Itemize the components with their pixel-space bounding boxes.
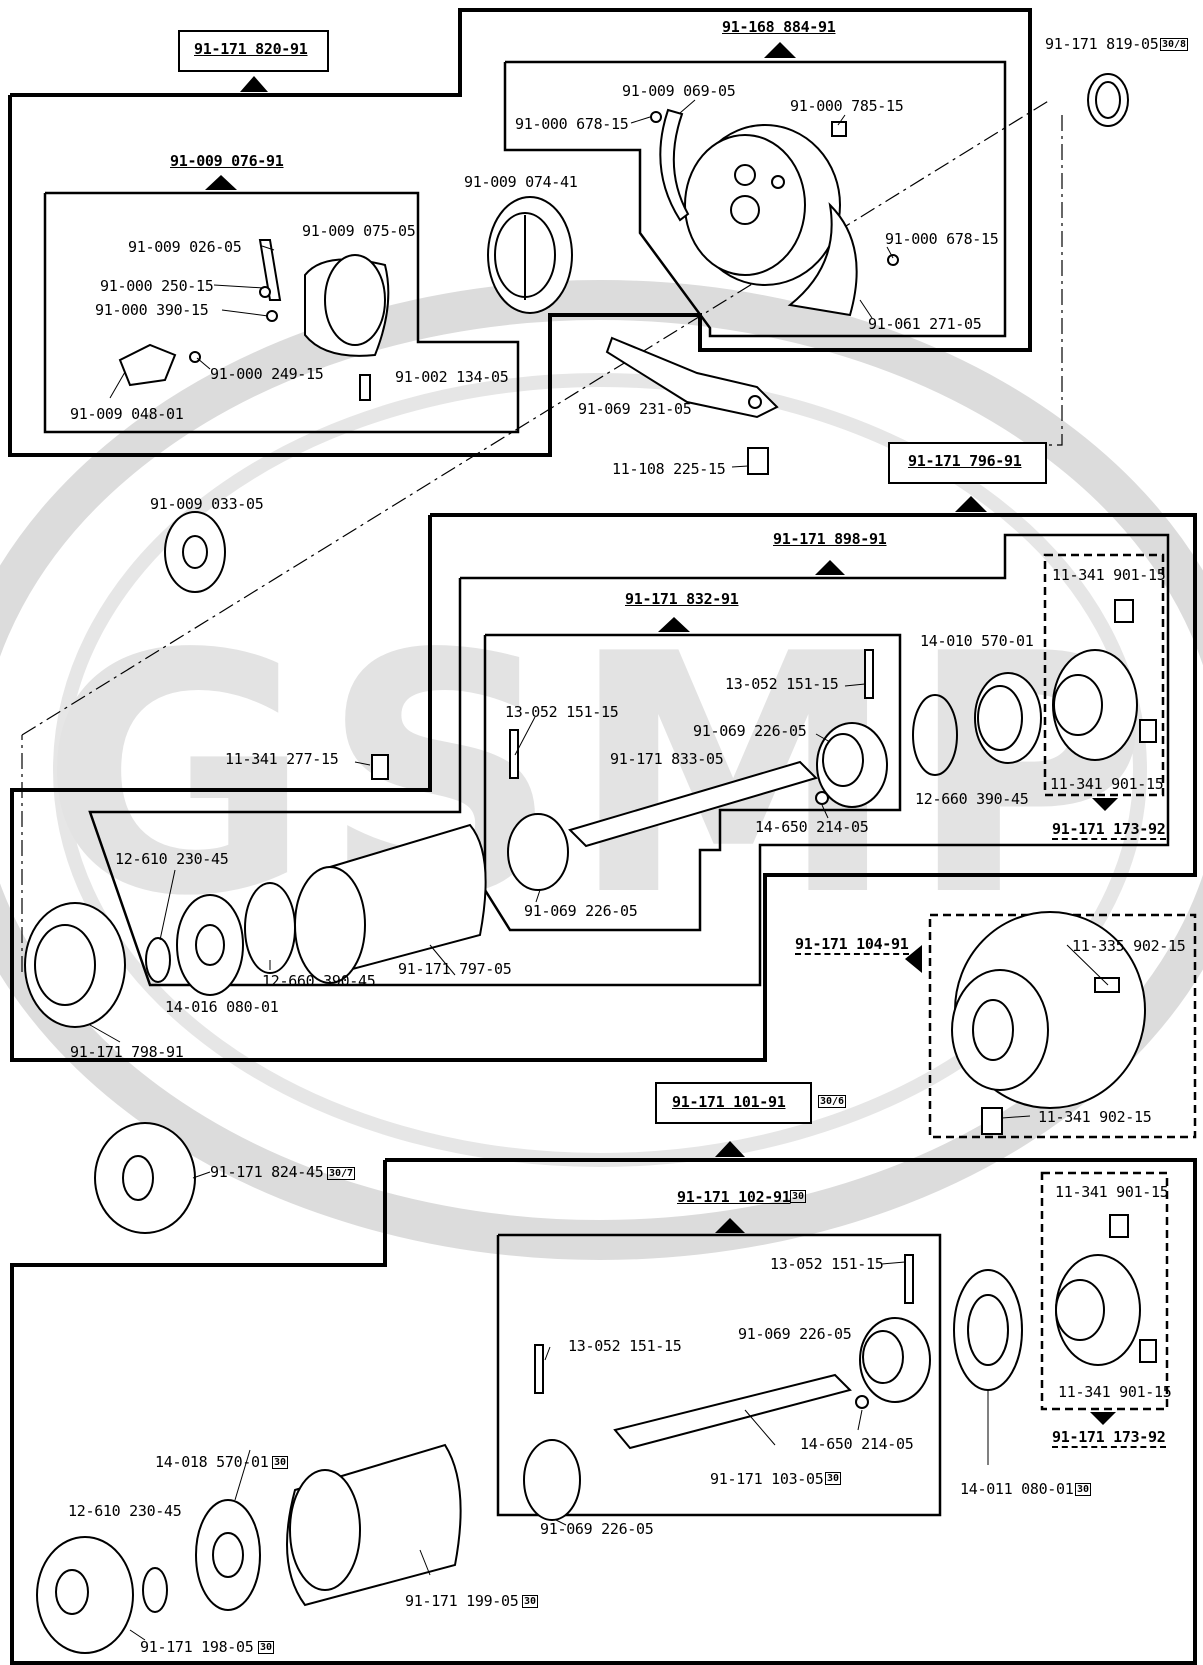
part-label-44[interactable]: 12-610 230-45 — [68, 1502, 182, 1520]
part-label-9[interactable]: 91-009 026-05 — [128, 238, 242, 256]
ref-tag-t7: 30 — [522, 1595, 539, 1608]
assembly-label-8[interactable]: 91-171 104-91 — [795, 935, 909, 955]
part-label-43[interactable]: 14-018 570-01 — [155, 1453, 269, 1471]
assembly-label-6[interactable]: 91-171 832-91 — [625, 590, 739, 608]
part-label-14[interactable]: 91-009 048-01 — [70, 405, 184, 423]
part-label-31[interactable]: 12-660 390-45 — [262, 972, 376, 990]
ref-tag-t1: 30/8 — [1160, 38, 1189, 51]
part-label-7[interactable]: 91-009 074-41 — [464, 173, 578, 191]
part-label-4[interactable]: 91-000 785-15 — [790, 97, 904, 115]
ref-tag-t6: 30 — [272, 1456, 289, 1469]
part-label-5[interactable]: 91-000 678-15 — [885, 230, 999, 248]
part-label-18[interactable]: 11-341 277-15 — [225, 750, 339, 768]
ref-tag-t3: 30/7 — [327, 1167, 356, 1180]
assembly-box-9 — [655, 1082, 812, 1124]
part-label-29[interactable]: 12-610 230-45 — [115, 850, 229, 868]
part-label-12[interactable]: 91-000 249-15 — [210, 365, 324, 383]
part-label-36[interactable]: 91-171 824-45 — [210, 1163, 324, 1181]
assembly-label-2[interactable]: 91-168 884-91 — [722, 18, 836, 36]
part-label-30[interactable]: 14-016 080-01 — [165, 998, 279, 1016]
part-label-45[interactable]: 91-171 199-05 — [405, 1592, 519, 1610]
ref-tag-t4: 30 — [790, 1190, 807, 1203]
part-label-40[interactable]: 14-650 214-05 — [800, 1435, 914, 1453]
part-label-1[interactable]: 91-171 819-05 — [1045, 35, 1159, 53]
part-label-38[interactable]: 13-052 151-15 — [568, 1337, 682, 1355]
part-label-8[interactable]: 91-009 075-05 — [302, 222, 416, 240]
part-label-46[interactable]: 91-171 198-05 — [140, 1638, 254, 1656]
assembly-label-5[interactable]: 91-171 898-91 — [773, 530, 887, 548]
part-label-6[interactable]: 91-061 271-05 — [868, 315, 982, 333]
assembly-label-3[interactable]: 91-009 076-91 — [170, 152, 284, 170]
part-label-48[interactable]: 11-341 901-15 — [1055, 1183, 1169, 1201]
assembly-label-1[interactable]: 91-171 820-91 — [194, 40, 308, 58]
part-label-37[interactable]: 13-052 151-15 — [770, 1255, 884, 1273]
assembly-label-7[interactable]: 91-171 173-92 — [1052, 820, 1166, 840]
assembly-label-9[interactable]: 91-171 101-91 — [672, 1093, 786, 1111]
part-label-11[interactable]: 91-000 390-15 — [95, 301, 209, 319]
part-label-17[interactable]: 91-009 033-05 — [150, 495, 264, 513]
part-label-10[interactable]: 91-000 250-15 — [100, 277, 214, 295]
part-label-41[interactable]: 91-171 103-05 — [710, 1470, 824, 1488]
assembly-label-4[interactable]: 91-171 796-91 — [908, 452, 1022, 470]
part-label-19[interactable]: 13-052 151-15 — [505, 703, 619, 721]
part-label-20[interactable]: 13-052 151-15 — [725, 675, 839, 693]
ref-tag-t9: 30 — [1075, 1483, 1092, 1496]
part-label-33[interactable]: 91-171 798-91 — [70, 1043, 184, 1061]
part-label-23[interactable]: 14-650 214-05 — [755, 818, 869, 836]
ref-tag-t8: 30 — [258, 1641, 275, 1654]
part-label-2[interactable]: 91-009 069-05 — [622, 82, 736, 100]
part-label-22[interactable]: 91-171 833-05 — [610, 750, 724, 768]
part-label-49[interactable]: 11-341 901-15 — [1058, 1383, 1172, 1401]
part-label-34[interactable]: 11-335 902-15 — [1072, 937, 1186, 955]
part-label-35[interactable]: 11-341 902-15 — [1038, 1108, 1152, 1126]
part-label-26[interactable]: 12-660 390-45 — [915, 790, 1029, 808]
part-label-3[interactable]: 91-000 678-15 — [515, 115, 629, 133]
assembly-box-1 — [178, 30, 329, 72]
assembly-box-4 — [888, 442, 1047, 484]
assembly-label-11[interactable]: 91-171 173-92 — [1052, 1428, 1166, 1448]
part-label-21[interactable]: 91-069 226-05 — [693, 722, 807, 740]
part-label-32[interactable]: 91-171 797-05 — [398, 960, 512, 978]
part-label-25[interactable]: 14-010 570-01 — [920, 632, 1034, 650]
part-label-16[interactable]: 11-108 225-15 — [612, 460, 726, 478]
part-label-39[interactable]: 91-069 226-05 — [738, 1325, 852, 1343]
part-label-28[interactable]: 11-341 901-15 — [1050, 775, 1164, 793]
assembly-label-10[interactable]: 91-171 102-91 — [677, 1188, 791, 1206]
part-label-15[interactable]: 91-069 231-05 — [578, 400, 692, 418]
part-label-27[interactable]: 11-341 901-15 — [1052, 566, 1166, 584]
part-label-42[interactable]: 91-069 226-05 — [540, 1520, 654, 1538]
part-label-24[interactable]: 91-069 226-05 — [524, 902, 638, 920]
part-label-47[interactable]: 14-011 080-01 — [960, 1480, 1074, 1498]
part-label-13[interactable]: 91-002 134-05 — [395, 368, 509, 386]
ref-tag-t5: 30 — [825, 1472, 842, 1485]
ref-tag-t2: 30/6 — [818, 1095, 847, 1108]
